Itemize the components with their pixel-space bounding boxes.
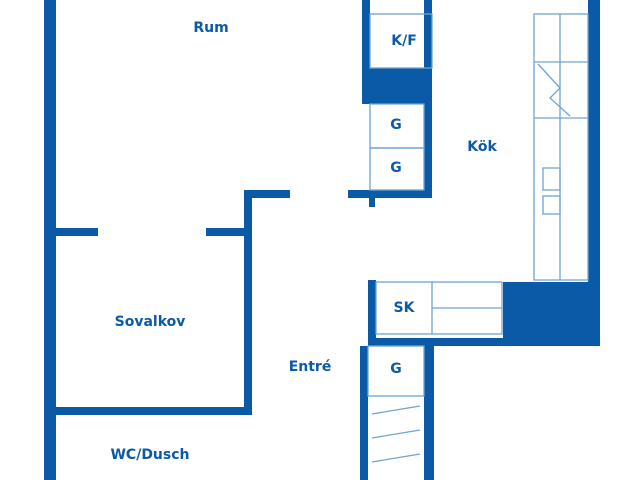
wall-kok-block [503,282,600,345]
stove-box-1 [542,167,561,191]
wall-g-right [424,346,434,480]
shelf-line-1 [371,405,421,415]
wall-stub [369,198,375,207]
wall-entre-top-left [252,190,290,198]
wall-sovalkov-right [244,190,252,414]
walls [44,0,600,480]
wall-left-outer [44,0,56,480]
closet-g2-box [369,147,425,191]
closet-label-kf: K/F [391,33,417,49]
wall-kok-right [588,0,600,282]
kitchen-counter [533,13,589,281]
room-label-rum: Rum [193,20,229,36]
room-label-wc: WC/Dusch [110,447,190,463]
wall-g-left [360,346,368,480]
fixture-lines [367,13,589,463]
closet-label-g3: G [390,361,402,377]
wall-entre-top-right [348,190,432,198]
closet-label-g1: G [390,117,402,133]
room-label-sovalkov: Sovalkov [114,314,186,330]
closet-g3-box [367,345,425,397]
wall-closet-right [424,0,432,198]
shelf-line-2 [371,429,421,439]
room-label-kok: Kök [467,139,497,155]
fridge-mark [537,63,571,117]
wall-sovalkov-top-right [206,228,246,236]
wall-wc-top [56,407,252,415]
wall-closet-left-upper [362,0,370,104]
wall-sk-left [368,280,376,338]
wall-sovalkov-top-left [56,228,98,236]
closet-label-g2: G [390,160,402,176]
room-label-entre: Entré [288,359,332,375]
closet-label-sk: SK [393,300,415,316]
closet-kf-box [369,13,433,69]
shelf-line-3 [371,453,421,463]
wall-bottom-right-h [368,338,600,346]
stove-box-2 [542,195,561,215]
wall-closet-block [370,68,430,104]
